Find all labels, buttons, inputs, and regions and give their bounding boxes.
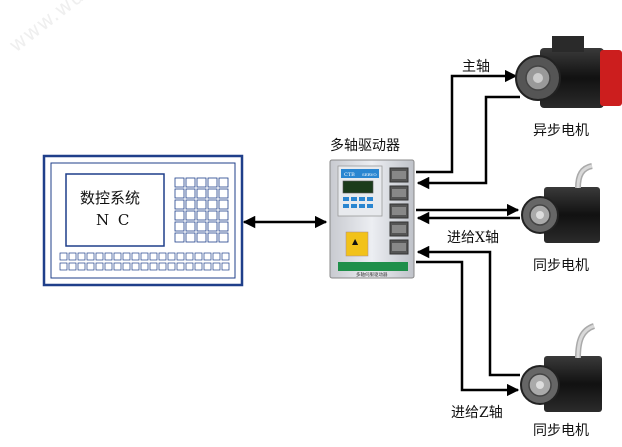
svg-text:▲: ▲ [352,237,359,246]
function-key [104,262,113,271]
keypad-key [174,210,185,221]
keypad-key [218,221,229,232]
function-key [95,262,104,271]
function-key [203,262,212,271]
drive-connectors [389,167,409,255]
keypad-key [207,188,218,199]
keypad-key [196,177,207,188]
function-key [185,262,194,271]
keypad-key [207,199,218,210]
function-key [113,262,122,271]
keypad-key [185,188,196,199]
function-key [158,252,167,261]
function-key [122,252,131,261]
function-key [203,252,212,261]
drive-display [342,180,374,194]
z-axis-label: 进给Z轴 [451,405,503,421]
keypad-key [174,221,185,232]
keypad-key [196,188,207,199]
function-key [212,252,221,261]
keypad-key [196,232,207,243]
function-key [86,252,95,261]
spindle-axis-label: 主轴 [462,59,490,75]
function-key [59,252,68,261]
function-key [176,262,185,271]
z-axis-wiring [416,245,520,397]
function-key [149,262,158,271]
keypad-key [185,210,196,221]
function-key [167,262,176,271]
keypad-key [174,188,185,199]
x-motor-label: 同步电机 [533,258,589,274]
function-key [185,252,194,261]
async-motor [515,36,622,108]
keypad-key [218,232,229,243]
keypad-key [174,199,185,210]
keypad-key [218,199,229,210]
nc-keypad [174,177,229,243]
function-key [194,252,203,261]
x-sync-motor [521,163,600,243]
keypad-key [196,199,207,210]
keypad-key [218,188,229,199]
keypad-key [174,232,185,243]
async-motor-label: 异步电机 [533,123,589,139]
terminal-strip [338,262,408,271]
keypad-key [185,199,196,210]
z-motor-label: 同步电机 [533,423,589,439]
function-key [131,262,140,271]
drive-title: 多轴驱动器 [330,138,400,154]
function-key [140,262,149,271]
function-key [77,262,86,271]
keypad-key [218,177,229,188]
spindle-fan [600,50,622,106]
keypad-key [196,210,207,221]
function-key [59,262,68,271]
function-key [140,252,149,261]
keypad-key [185,232,196,243]
function-key [113,252,122,261]
nc-subtitle: N C [96,211,132,229]
function-key [131,252,140,261]
warning-label [345,231,369,257]
x-axis-label: 进给X轴 [447,230,499,246]
function-key [68,252,77,261]
function-key [95,252,104,261]
nc-unit [42,154,244,287]
function-key [86,262,95,271]
z-sync-motor [520,323,602,412]
nc-title: 数控系统 [80,189,141,207]
x-axis-wiring [416,203,520,225]
keypad-key [218,210,229,221]
function-key [68,262,77,271]
keypad-key [207,210,218,221]
function-key [149,252,158,261]
drive-model: SERVO [362,172,377,177]
multi-axis-drive: CTB SERVO ▲ 多轴伺服驱动器 [329,159,415,279]
function-key [167,252,176,261]
function-key [122,262,131,271]
function-key [176,252,185,261]
drive-bottom-text: 多轴伺服驱动器 [356,271,388,278]
function-key [158,262,167,271]
keypad-key [185,221,196,232]
drive-brand: CTB [344,172,355,178]
nc-screen [65,173,165,247]
function-key [221,262,230,271]
spindle-wiring [416,69,520,190]
function-key [221,252,230,261]
function-key [194,262,203,271]
keypad-key [174,177,185,188]
keypad-key [207,232,218,243]
keypad-key [207,177,218,188]
nc-key-row [59,252,230,271]
keypad-key [207,221,218,232]
keypad-key [196,221,207,232]
drive-buttons [343,197,373,208]
function-key [77,252,86,261]
function-key [104,252,113,261]
keypad-key [185,177,196,188]
function-key [212,262,221,271]
